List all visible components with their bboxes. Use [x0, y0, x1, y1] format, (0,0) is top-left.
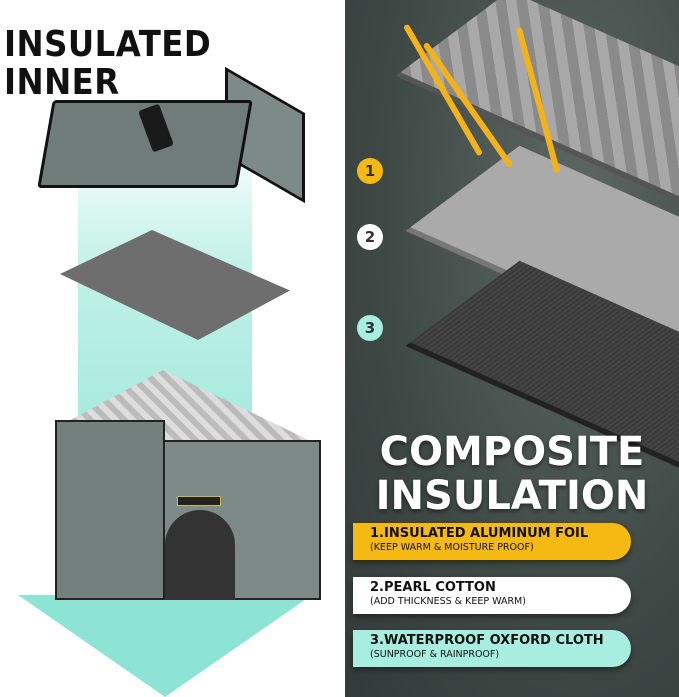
layer-badge-2: 2	[357, 224, 383, 250]
layer-badge-3: 3	[357, 315, 383, 341]
layer-subtitle: (SUNPROOF & RAINPROOF)	[370, 649, 500, 660]
title-line-2: INNER	[4, 62, 120, 103]
layer-subtitle: (ADD THICKNESS & KEEP WARM)	[370, 596, 526, 607]
house-door	[165, 510, 235, 600]
layer-subtitle: (KEEP WARM & MOISTURE PROOF)	[370, 542, 534, 553]
layer-label-1: 1.INSULATED ALUMINUM FOIL (KEEP WARM & M…	[353, 523, 631, 560]
layer-title: 1.INSULATED ALUMINUM FOIL	[370, 526, 589, 541]
insulated-inner-title: INSULATED INNER	[4, 26, 211, 102]
down-arrow-icon	[18, 595, 312, 697]
right-panel: 1 2 3 COMPOSITE INSULATION 1.INSULATED A…	[345, 0, 679, 697]
layer-label-2: 2.PEARL COTTON (ADD THICKNESS & KEEP WAR…	[353, 577, 631, 614]
title-line-1: INSULATED	[4, 24, 212, 65]
layer-badge-1: 1	[357, 158, 383, 184]
brand-tag	[177, 496, 221, 506]
layer-title: 2.PEARL COTTON	[370, 580, 496, 595]
layer-label-3: 3.WATERPROOF OXFORD CLOTH (SUNPROOF & RA…	[353, 630, 631, 667]
house-front-wall	[55, 420, 165, 600]
left-panel: INSULATED INNER	[4, 25, 325, 697]
heading-line-1: COMPOSITE	[379, 429, 645, 475]
heading-line-2: INSULATION	[375, 473, 649, 519]
pet-house	[55, 370, 325, 600]
layer-title: 3.WATERPROOF OXFORD CLOTH	[370, 633, 604, 648]
